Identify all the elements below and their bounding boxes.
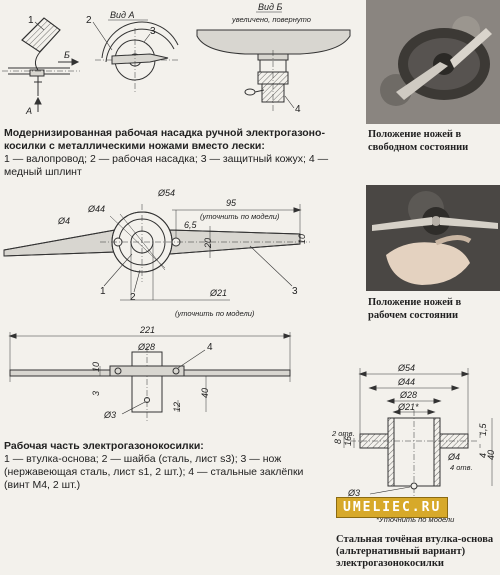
callout-1: 1 (28, 15, 34, 26)
fig2-d54: Ø54 (157, 188, 175, 198)
figure-2-drawing: Ø54 Ø44 Ø4 95 (уточнить по модели) 6,5 2… (3, 188, 310, 318)
fig3-l10: 10 (91, 362, 101, 372)
bushing-d21: Ø21* (397, 402, 419, 412)
fig2-callout-1: 1 (100, 286, 106, 297)
arrow-a-label: А (25, 106, 32, 116)
figure-3-drawing: 221 Ø28 10 3 40 12 Ø3 4 (8, 325, 292, 422)
fig3-l40: 40 (200, 388, 210, 398)
bushing-note: *Уточнить по модели (376, 515, 455, 524)
fig2-l20: 20 (203, 238, 213, 249)
figure-2-caption-body: 1 — втулка-основа; 2 — шайба (сталь, лис… (4, 453, 304, 491)
fig2-l65: 6,5 (184, 220, 198, 230)
bushing-l16: 16 (343, 436, 353, 446)
fig3-l221: 221 (139, 325, 155, 335)
site-watermark: UMELIEC.RU (336, 497, 449, 518)
fig2-l10: 10 (297, 234, 307, 244)
fig2-note2: (уточнить по модели) (175, 309, 255, 318)
fig2-callout-2: 2 (130, 292, 136, 303)
photo-blades-working (366, 185, 500, 291)
fig3-l12: 12 (172, 402, 182, 412)
figure-1-caption-title: Модернизированная рабочая насадка ручной… (4, 127, 325, 152)
photo-1-caption: Положение ножей в свободном состоянии (368, 129, 469, 153)
bushing-d44: Ø44 (397, 377, 415, 387)
figure-2-caption: Рабочая часть электрогазонокосилки: 1 — … (4, 440, 324, 492)
fig2-d44: Ø44 (87, 204, 105, 214)
fig2-d21: Ø21 (209, 288, 227, 298)
bushing-d28: Ø28 (399, 390, 417, 400)
fig3-callout-4: 4 (207, 342, 213, 353)
bushing-l4: 4 (478, 453, 488, 458)
callout-3: 3 (150, 26, 156, 37)
figure-1-caption: Модернизированная рабочая насадка ручной… (4, 127, 359, 179)
bushing-l40: 40 (486, 450, 496, 460)
bushing-holes-2: 2 отв. (331, 429, 355, 438)
view-b-note: увеличено, повернуто (231, 15, 311, 24)
bushing-holes-4: 4 отв. (450, 463, 473, 472)
arrow-b-label: Б (64, 50, 70, 60)
bushing-drawing: Ø54 Ø44 Ø28 Ø21* 8 16 1,5 4 40 2 отв. 4 … (331, 363, 496, 524)
view-b (196, 29, 351, 112)
figure-1-caption-body: 1 — валопровод; 2 — рабочая насадка; 3 —… (4, 153, 329, 178)
fig2-callout-3: 3 (292, 286, 298, 297)
view-b-label: Вид Б (258, 2, 282, 12)
bushing-l8: 8 (333, 439, 343, 444)
photo-2-caption: Положение ножей в рабочем состоянии (368, 297, 462, 321)
bushing-caption: Стальная точёная втулка-основа (альтерна… (336, 534, 494, 569)
fig2-d4: Ø4 (57, 216, 70, 226)
fig3-d28: Ø28 (137, 342, 155, 352)
bushing-d54: Ø54 (397, 363, 415, 373)
fig3-d3: Ø3 (103, 410, 116, 420)
figure-2-caption-title: Рабочая часть электрогазонокосилки: (4, 440, 204, 452)
bushing-d4: Ø4 (447, 452, 460, 462)
bushing-l15: 1,5 (478, 422, 488, 436)
fig2-l95: 95 (226, 198, 237, 208)
callout-4: 4 (295, 104, 301, 115)
view-a (95, 21, 179, 92)
view-a-label: Вид А (110, 10, 135, 20)
photo-blades-free (366, 0, 500, 124)
fig3-l3: 3 (91, 391, 101, 396)
callout-2: 2 (86, 15, 92, 26)
bushing-d3: Ø3 (347, 488, 360, 498)
fig2-note1: (уточнить по модели) (200, 212, 280, 221)
figure-1-drawing: А Б 1 Вид А 2 3 Вид Б увеличено, поверну… (2, 2, 351, 116)
side-view (2, 17, 80, 112)
